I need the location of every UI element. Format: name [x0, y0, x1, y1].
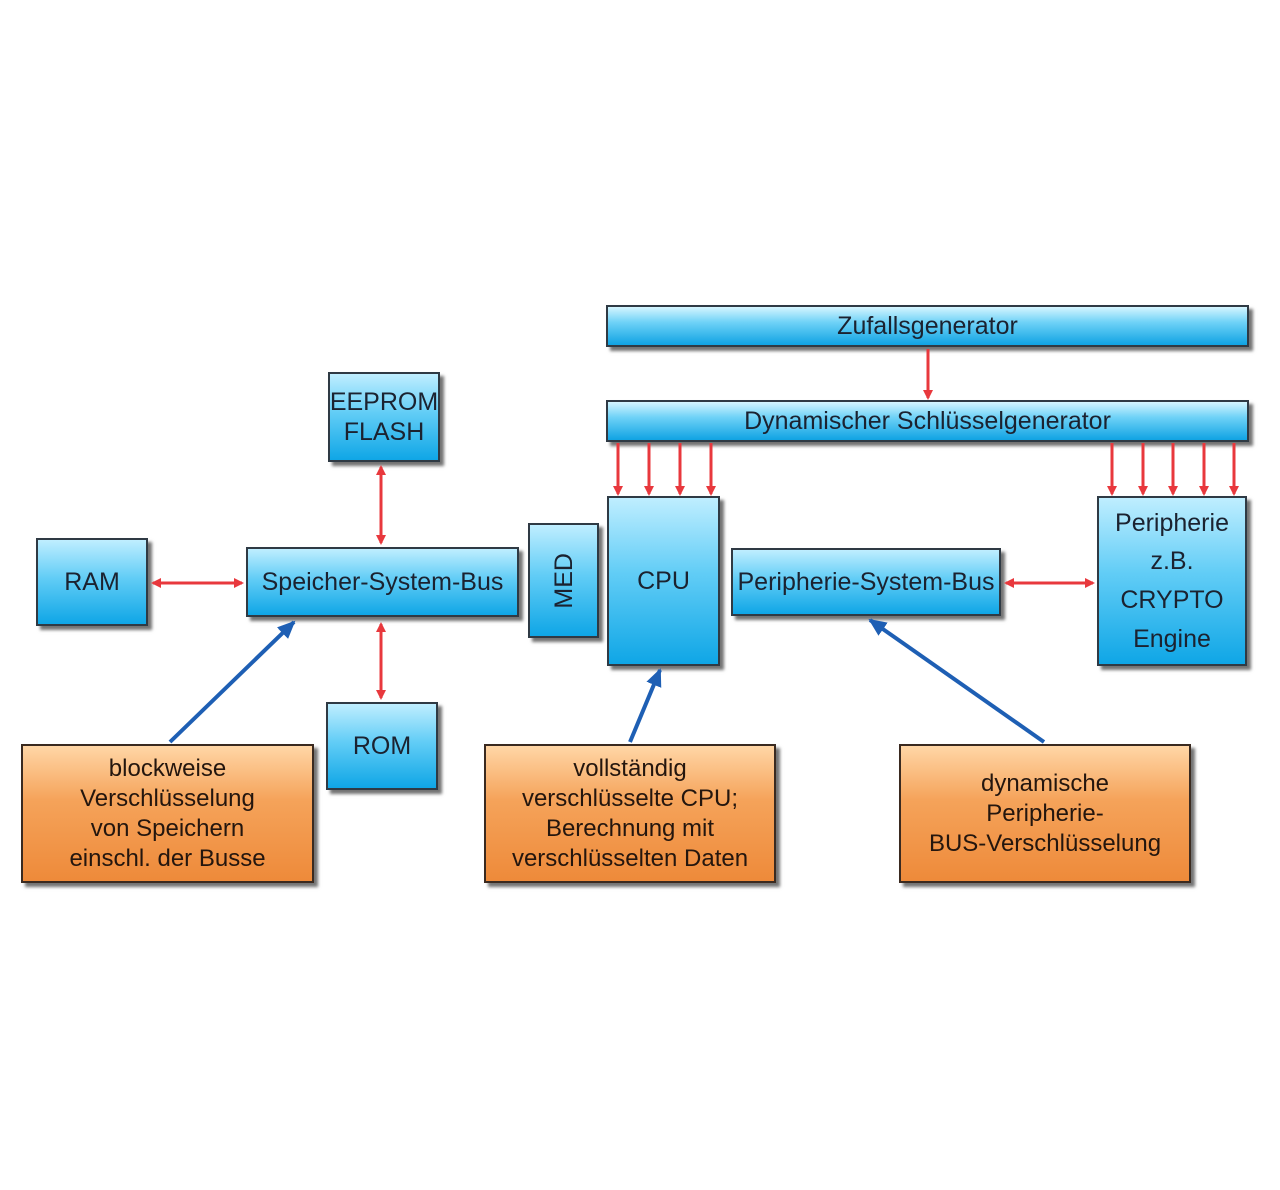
rom-label: ROM — [352, 732, 412, 760]
blockweise-verschluesselung-note: blockweise Verschlüsselung von Speichern… — [21, 744, 314, 883]
arrows-key-to-cpu — [613, 443, 716, 496]
verschluesselte-cpu-note: vollständig verschlüsselte CPU; Berechnu… — [484, 744, 776, 883]
eeprom-flash-label: EEPROM FLASH — [329, 388, 439, 446]
peripherie-crypto-engine-block: Peripherie z.B. CRYPTO Engine — [1097, 496, 1247, 666]
eeprom-flash-block: EEPROM FLASH — [328, 372, 440, 462]
cpu-label: CPU — [637, 567, 690, 595]
peripherie-bus-verschluesselung-note: dynamische Peripherie- BUS-Verschlüsselu… — [899, 744, 1191, 883]
arrow-note-to-peripherie-bus — [868, 618, 1046, 744]
rom-block: ROM — [326, 702, 438, 790]
speicher-system-bus-label: Speicher-System-Bus — [261, 568, 504, 596]
schluesselgenerator-block: Dynamischer Schlüsselgenerator — [606, 400, 1249, 442]
peripherie-system-bus-block: Peripherie-System-Bus — [731, 548, 1001, 616]
arrow-note-to-cpu — [628, 668, 662, 743]
med-block: MED — [528, 523, 599, 638]
cpu-block: CPU — [607, 496, 720, 666]
ram-block: RAM — [36, 538, 148, 626]
peripherie-system-bus-label: Peripherie-System-Bus — [737, 568, 995, 596]
schluesselgenerator-label: Dynamischer Schlüsselgenerator — [744, 407, 1111, 435]
arrow-note-to-speicher-bus — [168, 620, 296, 744]
zufallsgenerator-label: Zufallsgenerator — [837, 312, 1018, 340]
blockweise-note-text: blockweise Verschlüsselung von Speichern… — [69, 754, 266, 872]
peripherie-crypto-engine-label: Peripherie z.B. CRYPTO Engine — [1115, 508, 1229, 653]
cpu-note-text: vollständig verschlüsselte CPU; Berechnu… — [511, 754, 749, 872]
arrows-key-to-peripherie — [1107, 443, 1239, 496]
zufallsgenerator-block: Zufallsgenerator — [606, 305, 1249, 347]
speicher-system-bus-block: Speicher-System-Bus — [246, 547, 519, 617]
bus-note-text: dynamische Peripherie- BUS-Verschlüsselu… — [928, 769, 1162, 857]
ram-label: RAM — [64, 568, 120, 596]
